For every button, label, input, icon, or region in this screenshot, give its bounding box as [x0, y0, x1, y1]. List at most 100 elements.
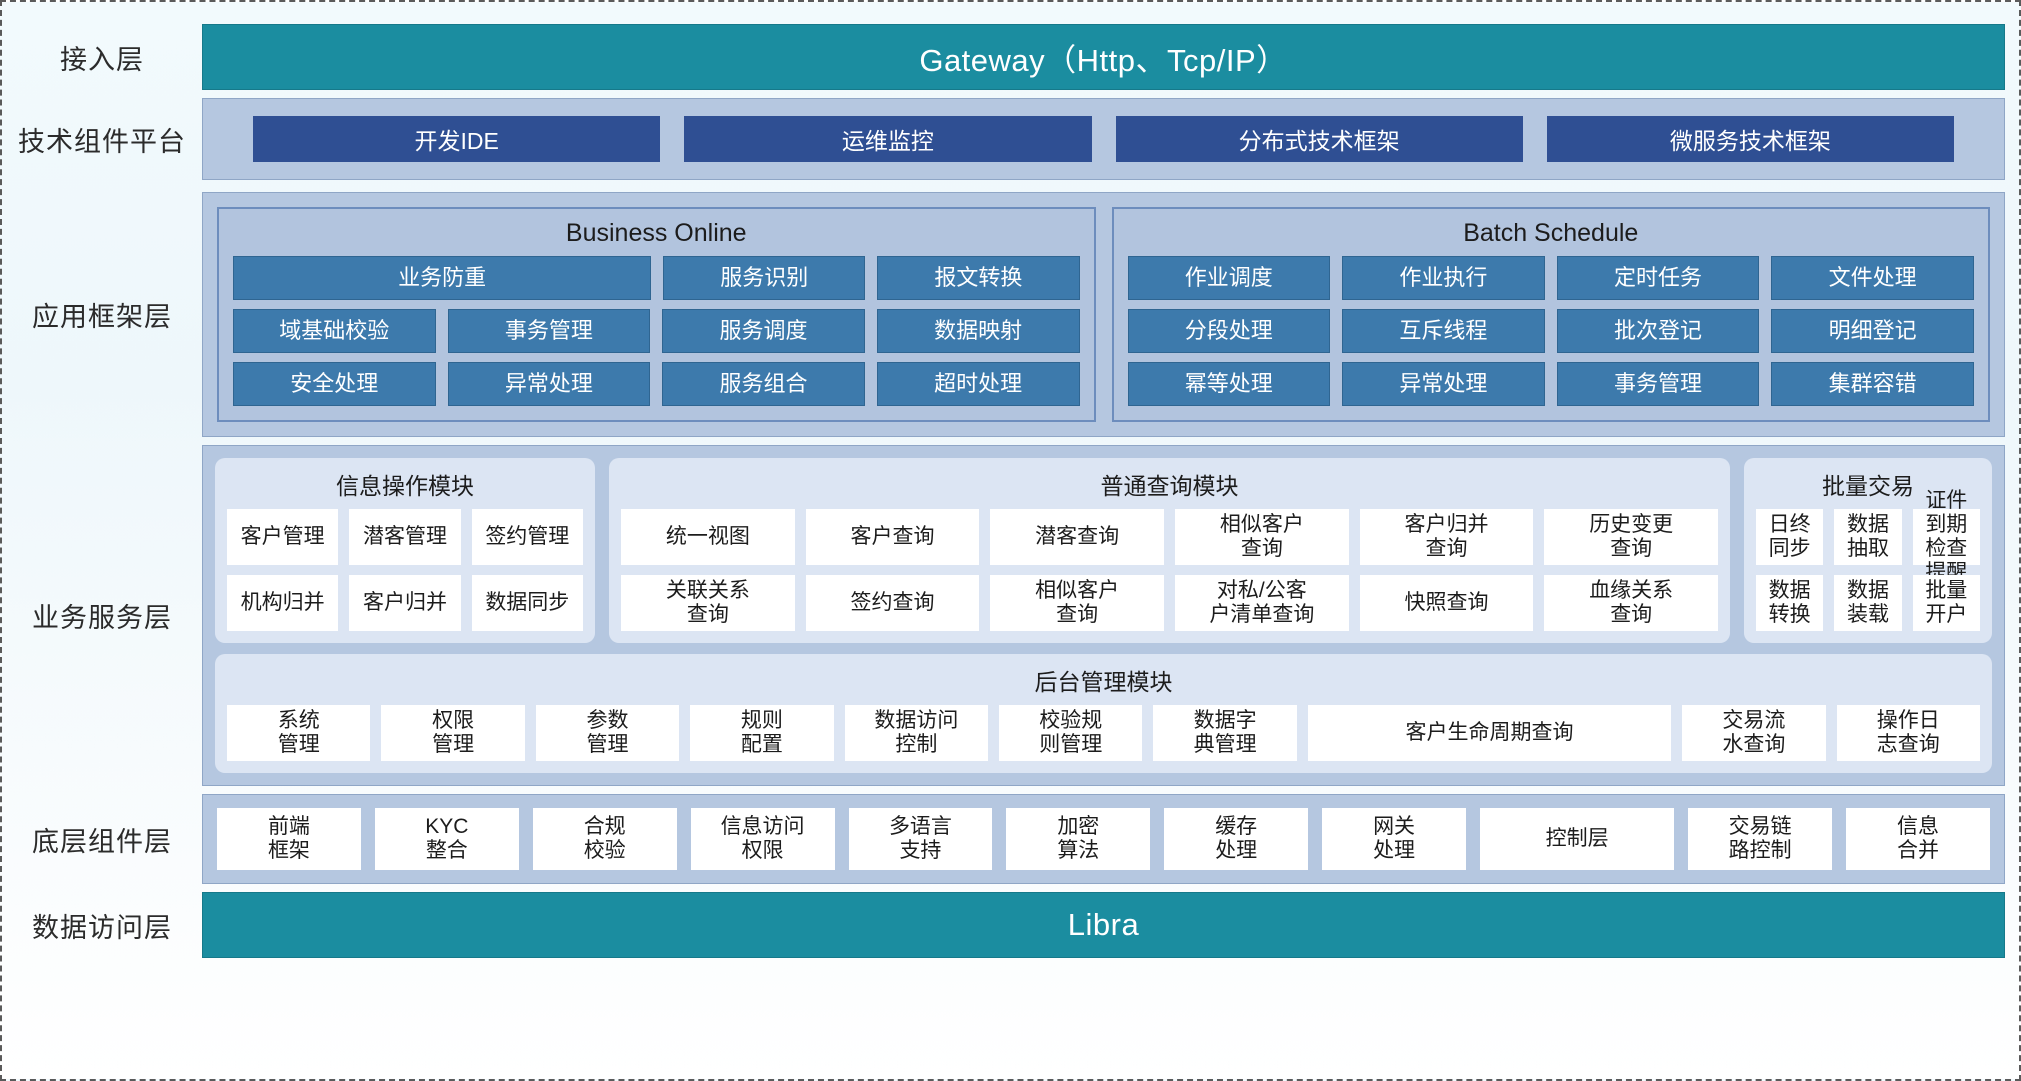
service-module-cell[interactable]: 相似客户查询 — [990, 575, 1165, 631]
app-framework-cell[interactable]: 作业执行 — [1342, 256, 1545, 300]
app-framework-cell[interactable]: 报文转换 — [877, 256, 1080, 300]
app-framework-cell[interactable]: 服务组合 — [662, 362, 865, 406]
service-module-cell[interactable]: 数据转换 — [1756, 575, 1824, 631]
spacer — [2, 437, 2019, 445]
app-framework-cell[interactable]: 定时任务 — [1556, 256, 1760, 300]
service-module-cell[interactable]: 数据装载 — [1834, 575, 1902, 631]
service-module-grid: 日终同步数据抽取证件到期检查提醒数据转换数据装载批量开户 — [1756, 489, 1980, 631]
service-module-title: 信息操作模块 — [336, 473, 474, 499]
bottom-component-cell[interactable]: 多语言支持 — [848, 808, 993, 870]
service-module-title: 批量交易 — [1822, 473, 1914, 499]
tech-chip[interactable]: 开发IDE — [253, 116, 661, 162]
service-module-cell[interactable]: 客户归并 — [349, 575, 461, 631]
service-module-cell[interactable]: 潜客查询 — [990, 509, 1165, 565]
bottom-component-cell[interactable]: 网关处理 — [1322, 808, 1466, 870]
bottom-component-cell[interactable]: 交易链路控制 — [1688, 808, 1833, 870]
service-module-cell[interactable]: 批量开户 — [1912, 575, 1980, 631]
service-module-cell[interactable]: 相似客户查询 — [1175, 509, 1349, 565]
app-framework-cell[interactable]: 集群容错 — [1771, 362, 1974, 406]
admin-module-cell[interactable]: 操作日志查询 — [1836, 705, 1980, 761]
tech-chip[interactable]: 分布式技术框架 — [1115, 116, 1523, 162]
admin-module-cell[interactable]: 校验规则管理 — [999, 705, 1143, 761]
app-framework-cell[interactable]: 事务管理 — [1556, 362, 1760, 406]
app-framework-cell[interactable]: 数据映射 — [876, 309, 1080, 353]
service-module-cell[interactable]: 数据抽取 — [1834, 509, 1902, 565]
tech-platform-panel: 开发IDE 运维监控分布式技术框架微服务技术框架 — [202, 98, 2005, 180]
admin-module-cell[interactable]: 客户生命周期查询 — [1307, 705, 1672, 761]
app-framework-cell[interactable]: 安全处理 — [233, 362, 436, 406]
app-framework-cell[interactable]: 域基础校验 — [233, 309, 436, 353]
service-module-cell[interactable]: 机构归并 — [227, 575, 339, 631]
admin-module-cell[interactable]: 数据字典管理 — [1153, 705, 1297, 761]
admin-module-cell[interactable]: 交易流水查询 — [1682, 705, 1826, 761]
spacer — [2, 884, 2019, 892]
service-module-cell[interactable]: 对私/公客户清单查询 — [1175, 575, 1349, 631]
app-framework-row: 幂等处理异常处理事务管理集群容错 — [1127, 362, 1974, 406]
admin-module-cell[interactable]: 权限管理 — [381, 705, 525, 761]
service-module-cell[interactable]: 血缘关系查询 — [1544, 575, 1719, 631]
admin-module-cell[interactable]: 数据访问控制 — [844, 705, 989, 761]
service-module-card: 批量交易日终同步数据抽取证件到期检查提醒数据转换数据装载批量开户 — [1744, 458, 1992, 643]
app-framework-row: 安全处理异常处理服务组合超时处理 — [233, 362, 1080, 406]
service-module-row: 数据转换数据装载批量开户 — [1756, 575, 1980, 631]
admin-module-title: 后台管理模块 — [1034, 669, 1173, 695]
bottom-component-cell[interactable]: 缓存处理 — [1164, 808, 1309, 870]
service-module-grid: 统一视图客户查询潜客查询相似客户查询客户归并查询历史变更查询关联关系查询签约查询… — [621, 509, 1719, 631]
layer-body-data-access: Libra — [202, 892, 2019, 958]
bottom-component-cell[interactable]: 信息合并 — [1846, 808, 1990, 870]
app-framework-cell[interactable]: 明细登记 — [1771, 309, 1974, 353]
app-framework-cell[interactable]: 服务调度 — [662, 309, 865, 353]
bottom-component-cell[interactable]: 信息访问权限 — [690, 808, 835, 870]
tech-chip[interactable]: 微服务技术框架 — [1546, 116, 1954, 162]
admin-module-cell[interactable]: 规则配置 — [690, 705, 834, 761]
service-module-cell[interactable]: 关联关系查询 — [621, 575, 795, 631]
layer-body-business-service: 信息操作模块客户管理潜客管理签约管理机构归并客户归并数据同步普通查询模块统一视图… — [202, 445, 2019, 786]
service-module-cell[interactable]: 客户查询 — [805, 509, 980, 565]
app-framework-cell[interactable]: 批次登记 — [1556, 309, 1760, 353]
bottom-component-cell[interactable]: 加密算法 — [1006, 808, 1151, 870]
service-module-cell[interactable]: 签约管理 — [471, 509, 583, 565]
service-module-cell[interactable]: 签约查询 — [805, 575, 980, 631]
layer-label-bottom-component: 底层组件层 — [32, 826, 172, 857]
service-module-row: 机构归并客户归并数据同步 — [227, 575, 583, 631]
service-module-cell[interactable]: 客户管理 — [227, 509, 339, 565]
service-module-cell[interactable]: 快照查询 — [1359, 575, 1534, 631]
bottom-component-cell[interactable]: 控制层 — [1480, 808, 1675, 870]
bottom-component-cell[interactable]: 前端框架 — [217, 808, 361, 870]
service-module-title: 普通查询模块 — [1100, 473, 1239, 499]
app-framework-cell[interactable]: 作业调度 — [1127, 256, 1331, 300]
app-framework-cell[interactable]: 服务识别 — [663, 256, 866, 300]
service-module-cell[interactable]: 历史变更查询 — [1544, 509, 1719, 565]
app-framework-cell[interactable]: 超时处理 — [876, 362, 1080, 406]
admin-module-cell[interactable]: 系统管理 — [227, 705, 371, 761]
service-module-cell[interactable]: 统一视图 — [621, 509, 795, 565]
layer-data-access: 数据访问层 Libra — [2, 892, 2019, 958]
service-module-cell[interactable]: 潜客管理 — [349, 509, 461, 565]
admin-module-cell[interactable]: 参数管理 — [535, 705, 680, 761]
app-framework-cell[interactable]: 文件处理 — [1771, 256, 1974, 300]
app-framework-row: 业务防重服务识别报文转换 — [233, 256, 1080, 300]
app-framework-cell[interactable]: 互斥线程 — [1342, 309, 1545, 353]
bottom-component-cell[interactable]: 合规校验 — [532, 808, 677, 870]
service-module-cell[interactable]: 数据同步 — [471, 575, 583, 631]
layer-label-app-framework: 应用框架层 — [32, 302, 172, 332]
app-framework-cell[interactable]: 分段处理 — [1127, 309, 1331, 353]
app-framework-cell[interactable]: 幂等处理 — [1127, 362, 1331, 406]
app-framework-cell[interactable]: 异常处理 — [1342, 362, 1545, 406]
service-module-cell[interactable]: 日终同步 — [1756, 509, 1824, 565]
layer-label-business-service: 业务服务层 — [32, 603, 172, 633]
app-framework-row: 域基础校验事务管理服务调度数据映射 — [233, 309, 1080, 353]
layer-body-access: Gateway（Http、Tcp/IP） — [202, 24, 2019, 90]
spacer — [2, 180, 2019, 192]
app-framework-cell[interactable]: 事务管理 — [447, 309, 651, 353]
service-module-cell[interactable]: 证件到期检查提醒 — [1912, 489, 1980, 584]
service-module-row: 客户管理潜客管理签约管理 — [227, 509, 583, 565]
app-framework-cell[interactable]: 业务防重 — [233, 256, 652, 300]
app-framework-cell[interactable]: 异常处理 — [447, 362, 651, 406]
service-module-cell[interactable]: 客户归并查询 — [1359, 509, 1534, 565]
tech-chip[interactable]: 运维监控 — [684, 116, 1092, 162]
